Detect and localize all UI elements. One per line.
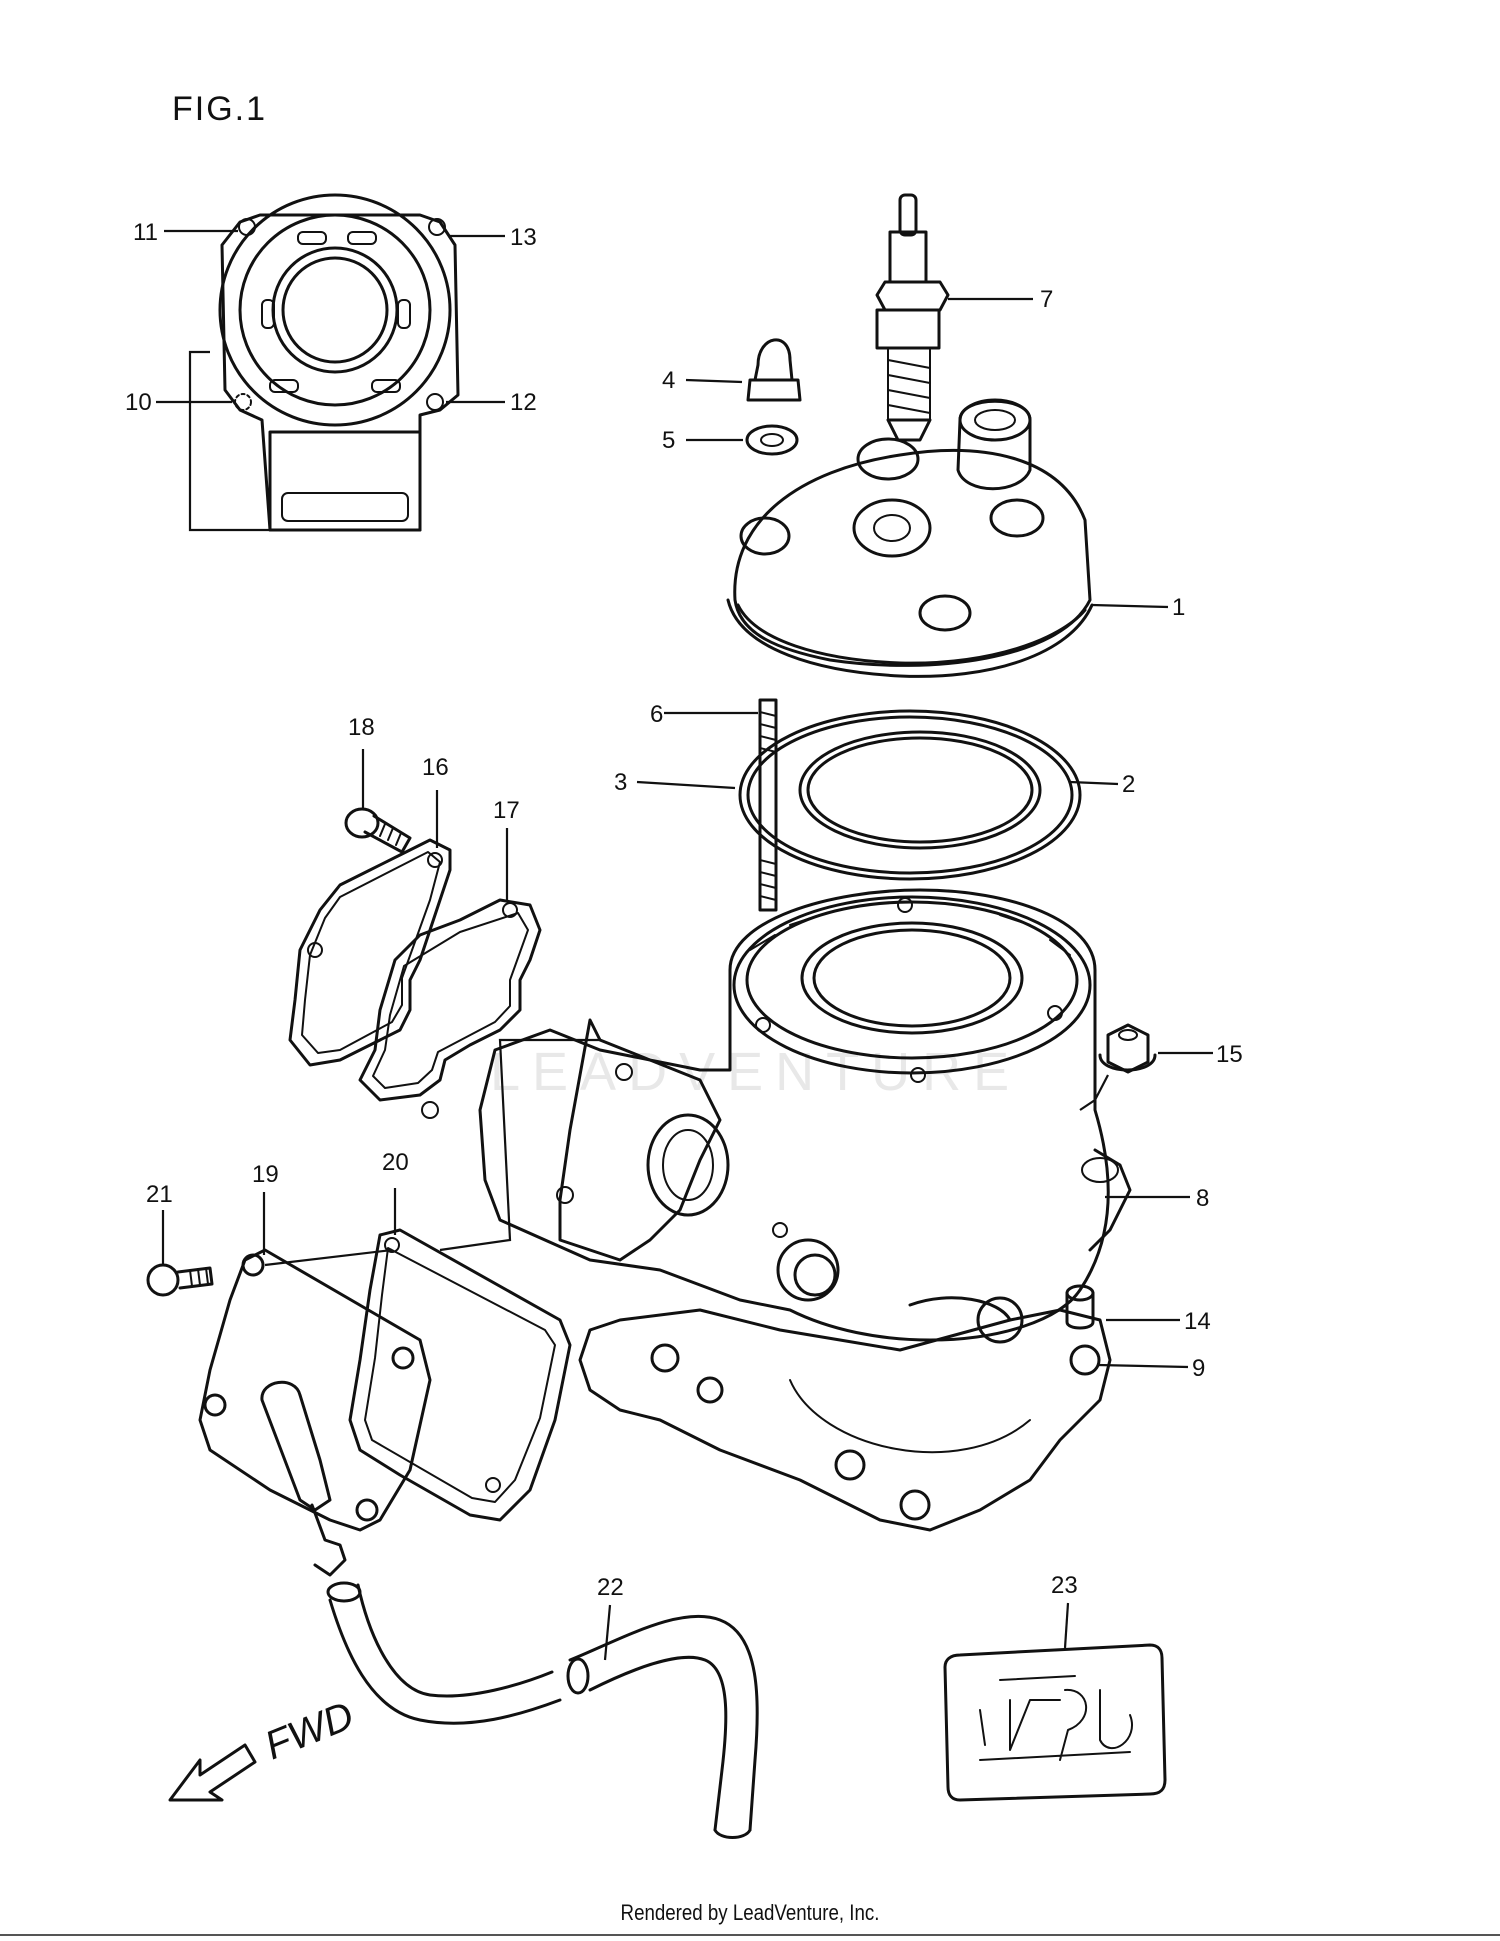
o-ring [798,730,1042,850]
callout-11: 11 [133,219,158,246]
callout-9: 9 [1192,1355,1205,1382]
callout-18: 18 [348,714,375,741]
callout-19: 19 [252,1161,279,1188]
bolt-18 [344,807,412,854]
callout-3: 3 [614,769,627,796]
inset-gasket-view [188,193,460,532]
gasket-16 [288,838,452,1067]
direction-label: FWD [259,1693,360,1768]
callout-6: 6 [650,701,663,728]
reed-gasket-20 [348,1228,572,1522]
callout-16: 16 [422,754,449,781]
gasket-17 [358,898,542,1119]
caution-label [943,1643,1167,1802]
bolt-21 [146,1263,214,1297]
breather-hose-lower [326,1581,562,1725]
callout-8: 8 [1196,1185,1209,1212]
footer-divider [0,1934,1500,1936]
flange-nut [1098,1023,1157,1074]
callout-15: 15 [1216,1041,1243,1068]
callout-2: 2 [1122,771,1135,798]
base-gasket [578,1308,1112,1532]
callout-20: 20 [382,1149,409,1176]
spark-plug [875,193,950,442]
cylinder [478,888,1132,1344]
breather-hose-22 [566,1614,759,1839]
footer-credit: Rendered by LeadVenture, Inc. [620,1900,880,1925]
callout-5: 5 [662,427,675,454]
dowel-pin [1065,1284,1095,1330]
leader-lines [156,229,1213,1661]
figure-label: FIG.1 [172,90,267,128]
head-gasket [738,709,1082,881]
callout-14: 14 [1184,1308,1211,1335]
callout-23: 23 [1051,1572,1078,1599]
callout-1: 1 [1172,594,1185,621]
callout-7: 7 [1040,286,1053,313]
callout-4: 4 [662,367,675,394]
callout-13: 13 [510,224,537,251]
cylinder-head [726,398,1094,678]
washer [745,424,799,456]
callout-10: 10 [125,389,152,416]
forward-arrow [168,1743,257,1802]
callout-numbers: 1 2 3 4 5 6 7 8 9 10 11 12 13 14 15 16 1… [125,219,1243,1601]
cap-nut [746,338,802,402]
callout-22: 22 [597,1574,624,1601]
callout-21: 21 [146,1181,173,1208]
stud-bolt [758,698,778,912]
reed-valve-cover [198,1248,432,1577]
callout-17: 17 [493,797,520,824]
callout-12: 12 [510,389,537,416]
